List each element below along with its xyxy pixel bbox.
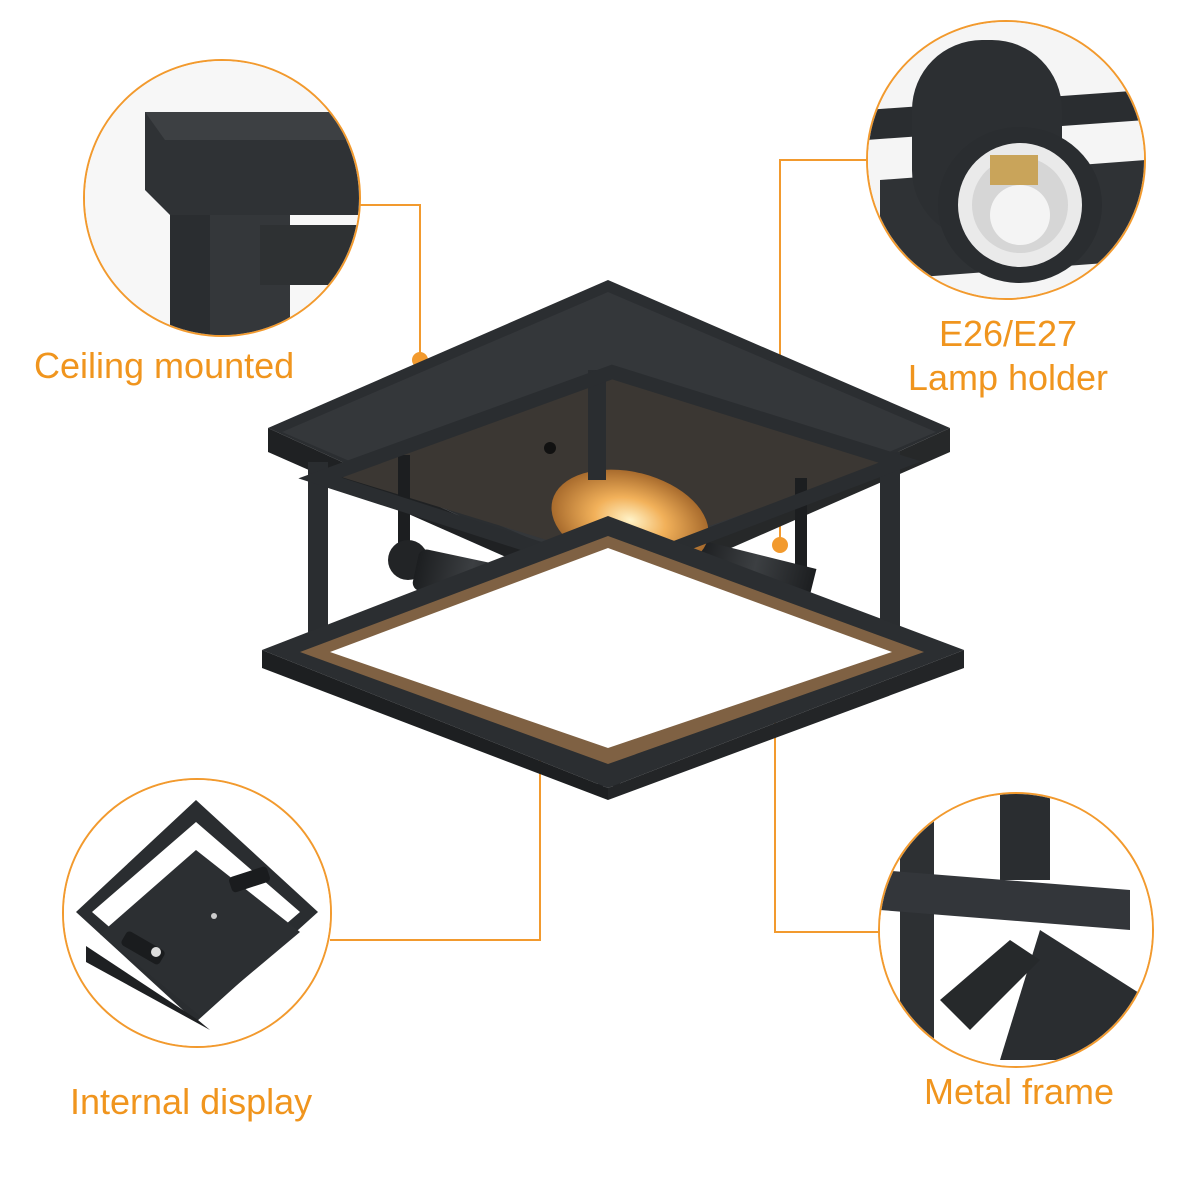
callout-line-frame [774, 705, 882, 933]
ceiling-mount-detail-image [85, 61, 359, 335]
callout-lamp-holder-line1: E26/E27 [938, 313, 1078, 354]
callout-ceiling-mounted: Ceiling mounted [34, 345, 295, 386]
ceiling-light-fixture [262, 280, 964, 800]
internal-display-detail-image [64, 780, 330, 1046]
lamp-holder-detail-image [868, 22, 1144, 298]
callout-line-ceiling [355, 204, 421, 358]
callout-metal-frame: Metal frame [924, 1071, 1115, 1112]
callout-dot-lamp-holder [772, 537, 788, 553]
callout-internal-display: Internal display [70, 1081, 313, 1122]
callout-lamp-holder-line2: Lamp holder [907, 357, 1109, 398]
